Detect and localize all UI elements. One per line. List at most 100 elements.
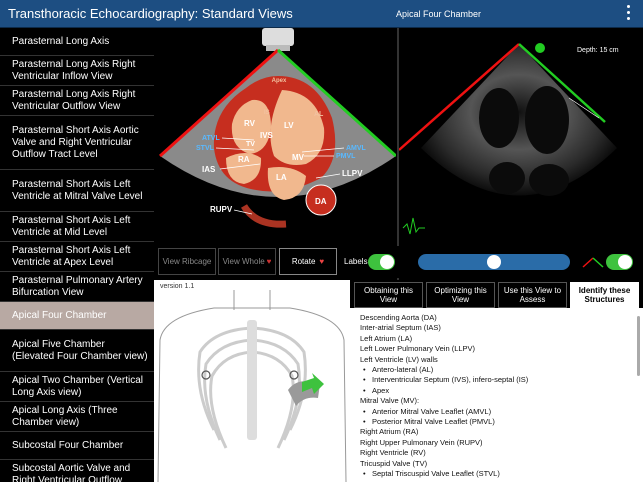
sidebar-item-label: Apical Five Chamber (Elevated Four Chamb… xyxy=(12,338,148,362)
label-ra: RA xyxy=(238,155,250,164)
structure-item: Left Atrium (LA) xyxy=(360,333,413,343)
structures-list: Descending Aorta (DA)Inter-atrial Septum… xyxy=(350,308,643,482)
probe-icon xyxy=(262,28,294,46)
sidebar-item-label: Parasternal Long Axis Right Ventricular … xyxy=(12,58,136,82)
sidebar-item[interactable]: Parasternal Pulmonary Artery Bifurcation… xyxy=(0,272,154,302)
structure-item: Inter-atrial Septum (IAS) xyxy=(360,323,441,333)
rotate-button[interactable]: Rotate♥ xyxy=(279,248,337,275)
label-ivs: IVS xyxy=(260,131,274,140)
label-lv: LV xyxy=(284,121,294,130)
label-da: DA xyxy=(315,197,327,206)
label-atvl: ATVL xyxy=(202,135,220,142)
sidebar-item[interactable]: Parasternal Long Axis xyxy=(0,28,154,56)
view-whole-button[interactable]: View Whole♥ xyxy=(218,248,276,275)
ribcage-illustration: version 1.1 xyxy=(154,280,350,482)
control-bar: View Ribcage View Whole♥ Rotate♥ Labels xyxy=(154,246,643,278)
title-bar: Transthoracic Echocardiography: Standard… xyxy=(0,0,643,28)
label-is: IS xyxy=(264,110,270,116)
structure-item: Descending Aorta (DA) xyxy=(360,313,437,322)
sector-lines-icon xyxy=(582,257,604,268)
sidebar-item[interactable]: Parasternal Short Axis Left Ventricle at… xyxy=(0,170,154,212)
sidebar-item[interactable]: Apical Four Chamber xyxy=(0,302,154,330)
structure-item: Antero-lateral (AL) xyxy=(360,365,633,376)
pane-divider xyxy=(397,28,399,280)
left-nipple-marker xyxy=(201,370,211,380)
frame-slider[interactable] xyxy=(418,254,570,270)
sidebar-item[interactable]: Parasternal Long Axis Right Ventricular … xyxy=(0,86,154,116)
structure-item: Interventricular Septum (IVS), infero-se… xyxy=(360,375,633,386)
structure-item: Septal Triscuspid Valve Leaflet (STVL) xyxy=(360,469,633,480)
label-tv: TV xyxy=(246,141,255,148)
tab-3[interactable]: Identify these Structures xyxy=(570,282,639,308)
tab-0[interactable]: Obtaining this View xyxy=(354,282,423,308)
echo-image: Depth: 15 cm xyxy=(398,28,643,278)
sidebar-item-label: Parasternal Short Axis Left Ventricle at… xyxy=(12,178,143,202)
structure-item: Mitral Valve (MV): xyxy=(360,396,420,406)
orientation-marker xyxy=(535,43,545,53)
heart-diagram: Apex IS AL RV LV IVS ATVL STVL TV RA IAS… xyxy=(158,28,398,228)
sector-edge-green xyxy=(276,48,398,158)
sidebar-item-label: Subcostal Four Chamber xyxy=(12,439,124,451)
structure-item: Right Atrium (RA) xyxy=(360,427,419,437)
slider-thumb[interactable] xyxy=(487,255,501,269)
tab-1[interactable]: Optimizing this View xyxy=(426,282,495,308)
labels-label: Labels xyxy=(344,257,368,266)
sidebar-item[interactable]: Parasternal Short Axis Aortic Valve and … xyxy=(0,116,154,170)
heart-icon: ♥ xyxy=(266,257,272,266)
app-title: Transthoracic Echocardiography: Standard… xyxy=(8,6,293,21)
tab-2[interactable]: Use this View to Assess xyxy=(498,282,567,308)
sidebar-item-label: Parasternal Long Axis xyxy=(12,35,110,47)
sidebar-item[interactable]: Apical Five Chamber (Elevated Four Chamb… xyxy=(0,330,154,372)
ecg-trace xyxy=(402,217,425,235)
more-vertical-icon[interactable] xyxy=(624,5,632,23)
sidebar-item-label: Parasternal Short Axis Aortic Valve and … xyxy=(12,124,139,160)
sidebar-item-label: Parasternal Short Axis Left Ventricle at… xyxy=(12,244,131,268)
right-nipple-marker xyxy=(289,370,299,380)
sidebar-item-label: Apical Four Chamber xyxy=(12,309,107,321)
label-ias: IAS xyxy=(202,165,216,174)
label-la: LA xyxy=(276,173,287,182)
sidebar-item[interactable]: Parasternal Short Axis Left Ventricle at… xyxy=(0,242,154,272)
ribcage-svg xyxy=(157,290,347,482)
sector-lines-toggle[interactable] xyxy=(606,254,633,270)
label-al: AL xyxy=(314,111,324,118)
sidebar-item-label: Apical Two Chamber (Vertical Long Axis v… xyxy=(12,374,143,398)
label-rupv: RUPV xyxy=(210,205,233,214)
label-llpv: LLPV xyxy=(342,169,363,178)
label-mv: MV xyxy=(292,153,305,162)
sidebar-item[interactable]: Subcostal Aortic Valve and Right Ventric… xyxy=(0,460,154,482)
structure-item: Anterior Mitral Valve Leaflet (AMVL) xyxy=(360,407,633,418)
view-ribcage-button[interactable]: View Ribcage xyxy=(158,248,216,275)
label-amvl: AMVL xyxy=(346,145,367,152)
structure-item: Apex xyxy=(360,386,633,397)
structure-item: Tricuspid Valve (TV) xyxy=(360,458,428,468)
structures-scrollbar[interactable] xyxy=(637,316,640,376)
structure-item: Posterior Mitral Valve Leaflet (PMVL) xyxy=(360,417,633,428)
echo-edge-green xyxy=(518,43,606,123)
sidebar-item[interactable]: Parasternal Long Axis Right Ventricular … xyxy=(0,56,154,86)
sector-edge-red xyxy=(158,48,280,158)
depth-label: Depth: 15 cm xyxy=(577,47,619,54)
structure-item: Left Lower Pulmonary Vein (LLPV) xyxy=(360,344,476,354)
sidebar-item[interactable]: Apical Long Axis (Three Chamber view) xyxy=(0,402,154,432)
label-pmvl: PMVL xyxy=(336,153,356,160)
view-title: Apical Four Chamber xyxy=(396,9,482,19)
sidebar-item-label: Parasternal Long Axis Right Ventricular … xyxy=(12,88,136,112)
sidebar-item[interactable]: Subcostal Four Chamber xyxy=(0,432,154,460)
version-label: version 1.1 xyxy=(160,283,195,290)
structure-item: Right Ventricle (RV) xyxy=(360,448,426,458)
echo-sector: Depth: 15 cm xyxy=(398,43,619,235)
label-rv: RV xyxy=(244,119,256,128)
echo-edge-red xyxy=(398,43,520,151)
labels-toggle[interactable] xyxy=(368,254,395,270)
label-stvl: STVL xyxy=(196,145,215,152)
label-apex: Apex xyxy=(272,78,287,84)
sidebar-item-label: Parasternal Short Axis Left Ventricle at… xyxy=(12,214,131,238)
structure-item: Right Upper Pulmonary Vein (RUPV) xyxy=(360,437,483,447)
sidebar-item[interactable]: Parasternal Short Axis Left Ventricle at… xyxy=(0,212,154,242)
rotate-heart-icon: ♥ xyxy=(319,257,325,266)
sidebar-item[interactable]: Apical Two Chamber (Vertical Long Axis v… xyxy=(0,372,154,402)
probe-arrow-icon xyxy=(302,373,324,394)
sidebar-item-label: Apical Long Axis (Three Chamber view) xyxy=(12,404,118,428)
